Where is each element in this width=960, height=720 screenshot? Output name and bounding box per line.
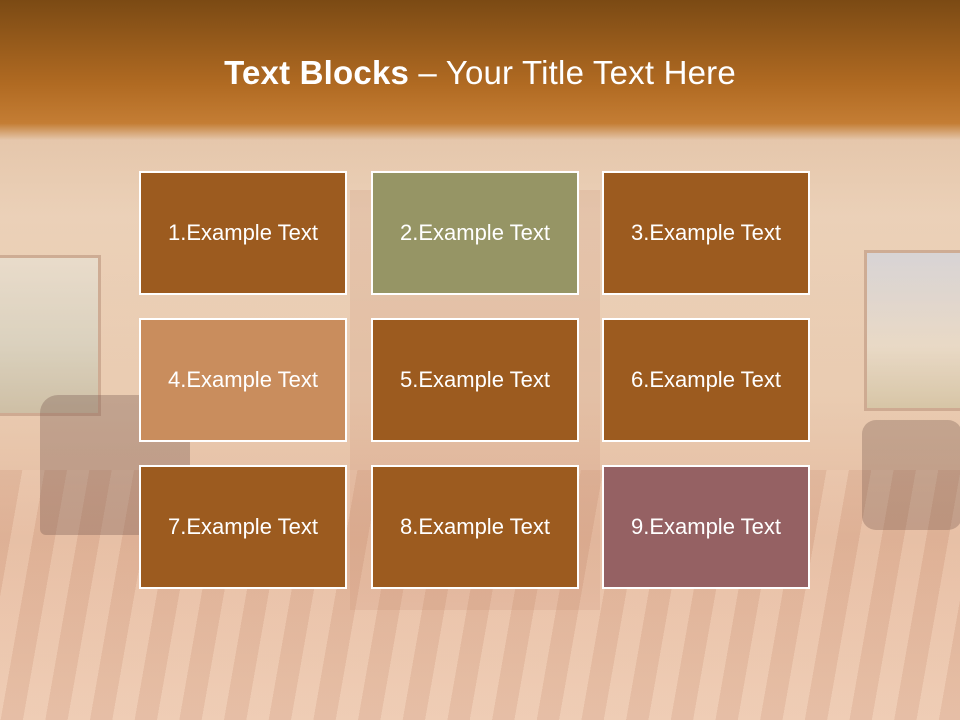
window-right <box>864 250 960 411</box>
text-block-label: 3.Example Text <box>630 220 781 245</box>
chair-decoration <box>862 420 960 530</box>
text-block-label: 5.Example Text <box>399 367 550 392</box>
text-block-label: 8.Example Text <box>399 514 550 539</box>
text-block-label: 1.Example Text <box>167 220 318 245</box>
title-rest: Your Title Text Here <box>445 54 736 91</box>
text-block-1[interactable]: 1.Example Text <box>139 171 347 295</box>
slide-title: Text Blocks – Your Title Text Here <box>0 54 960 92</box>
text-block-5[interactable]: 5.Example Text <box>371 318 579 442</box>
text-block-label: 9.Example Text <box>630 514 781 539</box>
text-block-label: 7.Example Text <box>167 514 318 539</box>
text-block-9[interactable]: 9.Example Text <box>602 465 810 589</box>
text-block-8[interactable]: 8.Example Text <box>371 465 579 589</box>
text-block-label: 6.Example Text <box>630 367 781 392</box>
window-left <box>0 255 101 416</box>
text-block-7[interactable]: 7.Example Text <box>139 465 347 589</box>
text-block-6[interactable]: 6.Example Text <box>602 318 810 442</box>
text-block-3[interactable]: 3.Example Text <box>602 171 810 295</box>
title-dash: – <box>409 54 446 91</box>
title-band <box>0 0 960 140</box>
text-block-label: 4.Example Text <box>167 367 318 392</box>
text-block-label: 2.Example Text <box>399 220 550 245</box>
text-block-2[interactable]: 2.Example Text <box>371 171 579 295</box>
text-block-4[interactable]: 4.Example Text <box>139 318 347 442</box>
title-bold-part: Text Blocks <box>224 54 410 91</box>
